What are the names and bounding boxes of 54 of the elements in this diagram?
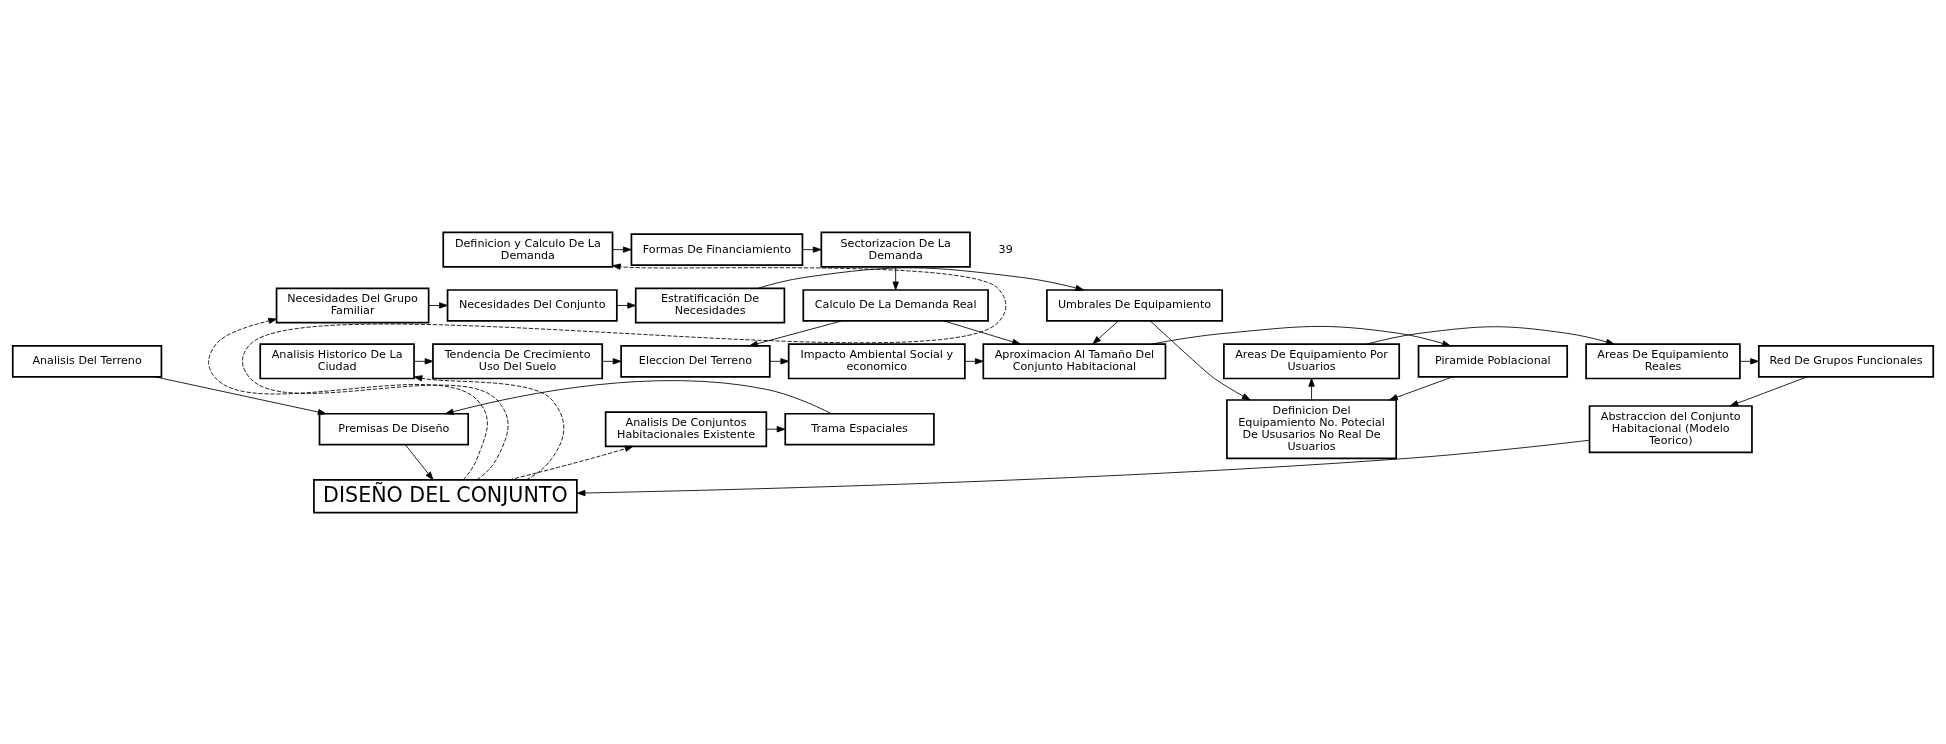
arrow <box>208 317 488 480</box>
arrow <box>1308 377 1315 400</box>
node-box: Abstraccion del Conjunto Habitacional (Modelo Teorico) <box>1588 404 1753 453</box>
arrow <box>616 301 636 309</box>
arrow <box>964 357 984 364</box>
arrow <box>1092 320 1119 344</box>
arrow <box>892 266 899 290</box>
node-box: Red De Grupos Funcionales <box>1757 344 1935 378</box>
node-box: Tendencia De Crecimiento Uso Del Suelo <box>432 342 604 379</box>
node-box: Calculo De La Demanda Real <box>802 288 989 322</box>
arrow <box>508 445 634 480</box>
arrow <box>1729 375 1808 406</box>
arrow <box>445 379 832 415</box>
node-box: Aproximacion Al Tamaño Del Conjunto Habitacional <box>982 342 1167 379</box>
node-box: Trama Espaciales <box>784 412 935 446</box>
node-box: Impacto Ambiental Social y economico <box>787 342 966 379</box>
arrow <box>413 374 565 480</box>
node-box: Necesidades Del Grupo Familiar <box>275 286 430 324</box>
node-box: Areas De Equipamiento Por Usuarios <box>1223 342 1401 379</box>
arrow <box>1389 375 1454 400</box>
arrow <box>1149 320 1251 400</box>
node-box: DISEÑO DEL CONJUNTO <box>313 478 578 513</box>
node-box: Formas De Financiamiento <box>630 232 804 266</box>
arrow <box>802 246 822 253</box>
arrow <box>405 443 434 480</box>
node-box: Analisis De Conjuntos Habitacionales Existente <box>604 410 768 447</box>
arrow <box>601 357 622 364</box>
node-box: Umbrales De Equipamiento <box>1046 288 1224 322</box>
node-box: Sectorizacion De La Demanda <box>820 231 971 268</box>
node-box: Definicion Del Equipamiento No. Potecial De Ususarios No Real De Usuarios <box>1226 398 1398 459</box>
label: 39 <box>998 242 1013 256</box>
arrow <box>765 425 786 432</box>
arrow <box>413 357 434 364</box>
arrow <box>1739 357 1759 364</box>
arrow <box>943 320 1021 345</box>
arrow <box>576 439 1590 496</box>
node-box: Estratificación De Necesidades <box>634 286 786 324</box>
node-box: Premisas De Diseño <box>318 412 470 446</box>
arrow <box>428 301 448 309</box>
node-box: Areas De Equipamiento Reales <box>1585 342 1741 379</box>
arrow <box>612 246 632 253</box>
node-box: Eleccion Del Terreno <box>620 344 771 378</box>
arrow <box>242 263 1007 480</box>
node-box: Analisis Historico De La Ciudad <box>259 342 415 379</box>
arrow <box>757 266 1085 291</box>
node-box: Definicion y Calculo De La Demanda <box>442 231 614 268</box>
node-box: Piramide Poblacional <box>1417 344 1569 378</box>
arrow <box>769 357 790 364</box>
arrow <box>1151 325 1451 347</box>
arrow <box>1366 325 1615 345</box>
arrow <box>749 320 842 347</box>
node-box: Analisis Del Terreno <box>11 344 163 378</box>
arrow <box>154 375 327 415</box>
node-box: Necesidades Del Conjunto <box>446 288 618 322</box>
